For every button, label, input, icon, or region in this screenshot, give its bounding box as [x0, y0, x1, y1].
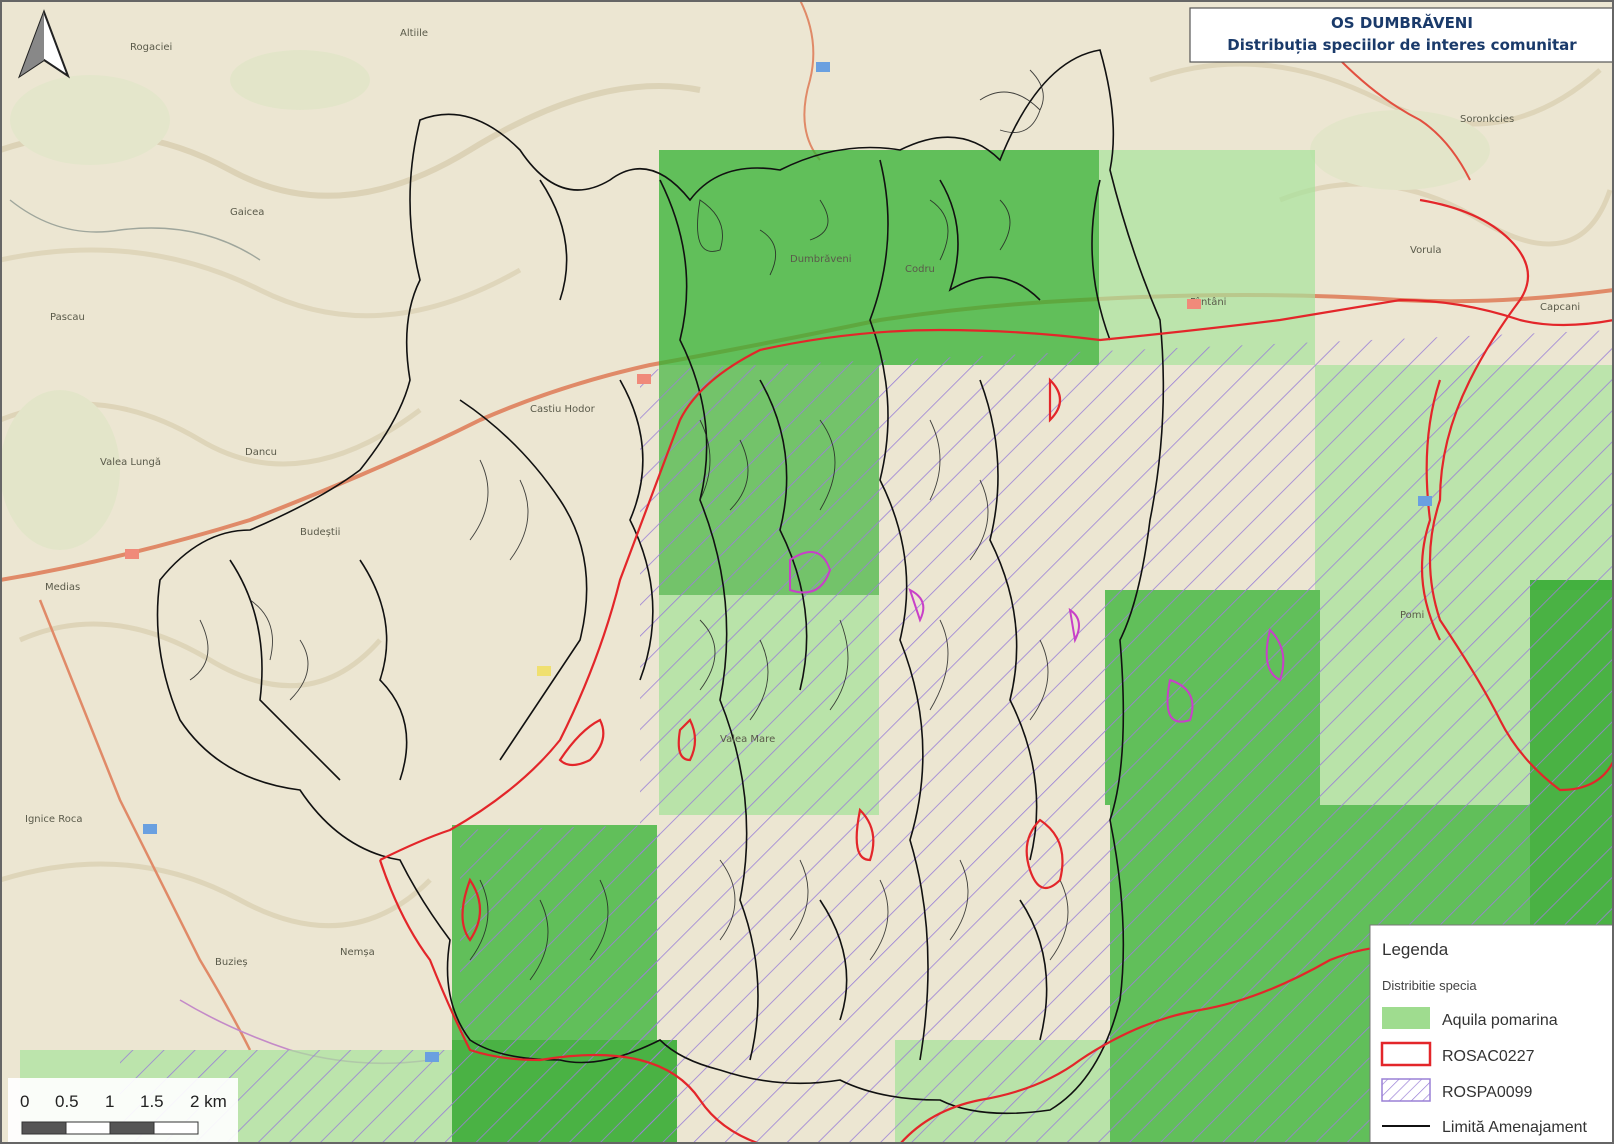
legend-item-limit: Limită Amenajament [1442, 1119, 1588, 1136]
legend-subtitle: Distribitie specia [1382, 978, 1477, 993]
legend-swatch-rosac [1380, 1041, 1432, 1067]
place-label: Rogaciei [130, 42, 172, 53]
legend-item-rosac: ROSAC0227 [1442, 1048, 1535, 1065]
scale-label-2: 1 [105, 1092, 114, 1111]
place-label: Codru [905, 264, 935, 275]
place-label: Nemșa [340, 947, 375, 958]
legend-swatch-rospa [1381, 1078, 1431, 1102]
map-subtitle: Distribuția speciilor de interes comunit… [1227, 36, 1577, 54]
place-label: Budeștii [300, 527, 340, 538]
place-label: Dancu [245, 447, 277, 458]
place-label: Castiu Hodor [530, 404, 596, 415]
place-label: Vorula [1410, 245, 1442, 256]
place-label: Dumbrăveni [790, 254, 852, 265]
scale-label-0: 0 [20, 1092, 29, 1111]
place-label: Valea Lungă [100, 457, 161, 468]
place-label: Capcani [1540, 302, 1580, 313]
terrain-relief [0, 50, 1613, 929]
rosac0227-boundary [378, 198, 1614, 1144]
place-label: Altiile [400, 28, 428, 39]
place-label: Medias [45, 582, 80, 593]
place-label: Valea Mare [720, 734, 775, 745]
north-arrow-icon [17, 9, 71, 79]
place-label: Buzieș [215, 957, 248, 968]
place-label: Gaicea [230, 207, 264, 218]
legend-swatch-aquila [1382, 1007, 1430, 1029]
place-label: Pomi [1400, 610, 1424, 621]
place-label: Soronkcies [1460, 114, 1514, 125]
place-labels: RogacieiAltiileGaiceaDumbrăveniFântâniSo… [25, 28, 1580, 968]
rospa0099-patches [789, 551, 1285, 723]
road-markers [125, 62, 1432, 1062]
scale-label-4: 2 km [190, 1092, 227, 1111]
place-label: Ignice Roca [25, 814, 83, 825]
legend-title: Legenda [1382, 940, 1449, 959]
map-title-box: OS DUMBRĂVENI Distribuția speciilor de i… [1189, 7, 1614, 63]
scale-label-1: 0.5 [55, 1092, 79, 1111]
legend-item-aquila: Aquila pomarina [1442, 1012, 1558, 1029]
scale-label-3: 1.5 [140, 1092, 164, 1111]
forest-management-boundary [156, 49, 1165, 1115]
scale-bar: 0 0.5 1 1.5 2 km [8, 1078, 238, 1144]
forest-parcel-detail [189, 69, 1069, 981]
map-legend: Legenda Distribitie specia Aquila pomari… [1369, 924, 1614, 1144]
place-label: Pascau [50, 312, 85, 323]
legend-item-rospa: ROSPA0099 [1442, 1084, 1533, 1101]
map-title: OS DUMBRĂVENI [1331, 13, 1473, 32]
